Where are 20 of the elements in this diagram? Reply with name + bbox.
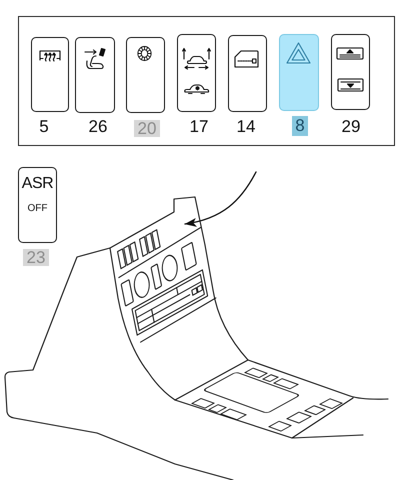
switch-label: ASR: [22, 176, 54, 192]
rocker-switch: [75, 37, 115, 113]
callout-number: 5: [39, 118, 49, 136]
callout-number: 29: [342, 118, 360, 136]
rocker-switch: [228, 35, 267, 112]
callout-number: 20: [134, 120, 160, 137]
rocker-switch: [18, 167, 57, 243]
rocker-switch: [177, 34, 216, 112]
callout-number: 23: [22, 249, 50, 266]
callout-number: 14: [236, 118, 256, 136]
callout-number: 17: [190, 118, 208, 136]
rocker-switch: [126, 37, 165, 113]
rocker-switch: [31, 37, 69, 112]
rocker-switch: [331, 34, 370, 110]
callout-number: 26: [88, 118, 108, 136]
curved-arrow: [184, 171, 257, 226]
switch-panel: [18, 16, 395, 146]
rocker-switch: [279, 34, 319, 111]
callout-number: 8: [292, 116, 308, 136]
switch-label: OFF: [28, 204, 48, 214]
